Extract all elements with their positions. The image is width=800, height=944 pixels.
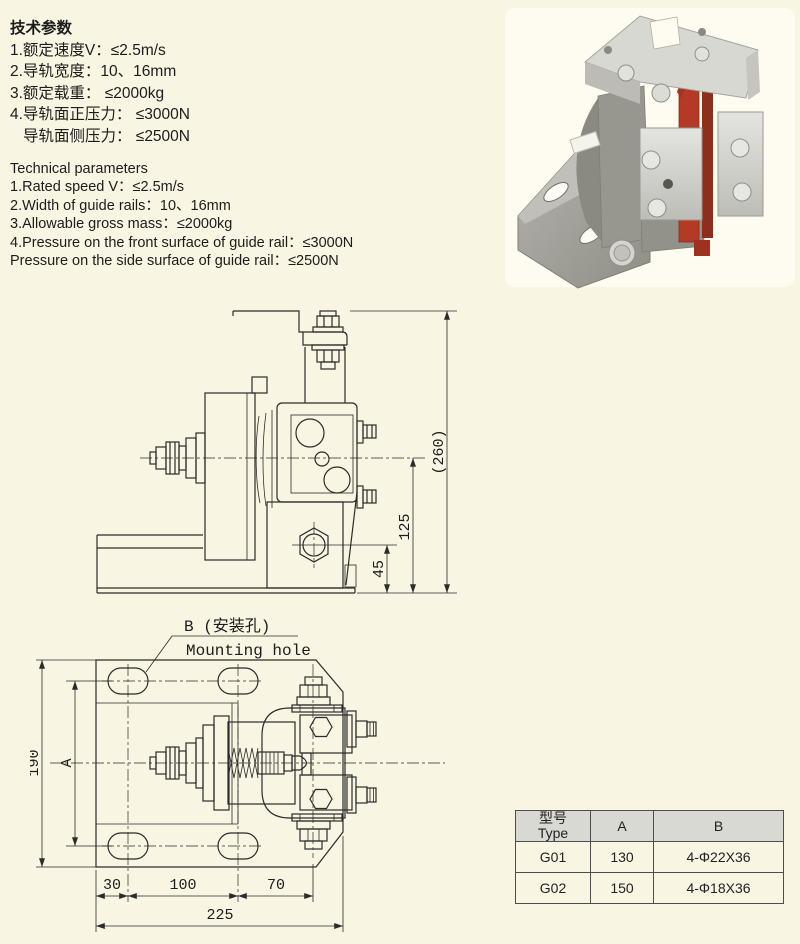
table-row-g02: G02 150 4-Φ18X36 xyxy=(515,872,784,904)
technical-parameters-en: Technical parameters 1.Rated speed V：≤2.… xyxy=(10,160,353,270)
cell-type: G01 xyxy=(515,841,591,873)
side-dimensions: (260) 125 45 xyxy=(292,310,457,594)
header-type-cn: 型号 xyxy=(539,810,567,826)
cn-line-2: 2.导轨宽度：10、16mm xyxy=(10,63,177,80)
product-photo xyxy=(505,8,795,289)
photo-top-bracket xyxy=(584,15,760,104)
cn-line-5: 导轨面侧压力： ≤2500N xyxy=(23,127,190,145)
cn-line-3: 3.额定载重： ≤2000kg xyxy=(10,84,165,102)
dim-190-label: 190 xyxy=(30,749,43,776)
technical-parameters-cn: 技术参数 1.额定速度V：≤2.5m/s 2.导轨宽度：10、16mm 3.额定… xyxy=(10,18,190,147)
photo-label-sticker xyxy=(569,131,601,154)
plan-mounting-holes xyxy=(107,667,259,860)
cell-b: 4-Φ18X36 xyxy=(653,872,784,904)
plan-hole-centerlines xyxy=(50,664,445,902)
dim-125-label: 125 xyxy=(397,513,414,540)
table-row-g01: G01 130 4-Φ22X36 xyxy=(515,841,784,873)
plan-guide-shoe-mechanism xyxy=(149,676,377,850)
dim-260-label: (260) xyxy=(431,429,448,474)
en-line-1: 1.Rated speed V：≤2.5m/s xyxy=(10,179,184,196)
cell-type: G02 xyxy=(515,872,591,904)
en-line-4: 4.Pressure on the front surface of guide… xyxy=(10,234,354,251)
side-left-plate xyxy=(204,376,273,561)
photo-right-plate xyxy=(717,111,764,217)
model-spec-table: 型号 Type A B G01 130 4-Φ22X36 G02 150 4-Φ… xyxy=(515,810,784,904)
photo-bottom-bolt xyxy=(608,239,636,267)
dim-225-label: 225 xyxy=(206,907,233,924)
photo-column xyxy=(569,85,651,249)
plan-view-drawing: B (安装孔) Mounting hole xyxy=(30,617,445,932)
table-header-row: 型号 Type A B xyxy=(515,810,784,842)
cell-a: 130 xyxy=(590,841,654,873)
callout-en: Mounting hole xyxy=(186,642,311,660)
cell-b: 4-Φ22X36 xyxy=(653,841,784,873)
dim-30-label: 30 xyxy=(103,877,121,894)
dim-45-label: 45 xyxy=(371,560,388,578)
header-type-en: Type xyxy=(537,825,569,841)
header-a: A xyxy=(590,810,654,842)
en-line-2: 2.Width of guide rails：10、16mm xyxy=(10,197,231,214)
cell-a: 150 xyxy=(590,872,654,904)
callout-cn: B (安装孔) xyxy=(184,617,270,636)
photo-center-plate xyxy=(639,127,703,221)
header-b: B xyxy=(653,810,784,842)
cn-title: 技术参数 xyxy=(10,20,73,37)
cn-line-1: 1.额定速度V：≤2.5m/s xyxy=(10,41,166,59)
header-type: 型号 Type xyxy=(515,810,591,842)
dim-100-label: 100 xyxy=(169,877,196,894)
side-view-drawing: (260) 125 45 xyxy=(96,310,457,594)
side-base xyxy=(96,491,358,594)
plan-fold-lines xyxy=(96,702,239,825)
side-main-block xyxy=(276,402,377,509)
side-top-bracket xyxy=(232,310,348,403)
plan-dimensions: 190 A 30 100 70 225 xyxy=(30,659,344,932)
en-title: Technical parameters xyxy=(10,161,148,177)
en-line-5: Pressure on the side surface of guide ra… xyxy=(10,253,339,270)
cn-line-4: 4.导轨面正压力： ≤3000N xyxy=(10,106,190,123)
dim-70-label: 70 xyxy=(267,877,285,894)
mounting-hole-callout: B (安装孔) Mounting hole xyxy=(145,617,311,673)
dim-A-label: A xyxy=(59,758,76,767)
en-line-3: 3.Allowable gross mass：≤2000kg xyxy=(10,216,233,233)
